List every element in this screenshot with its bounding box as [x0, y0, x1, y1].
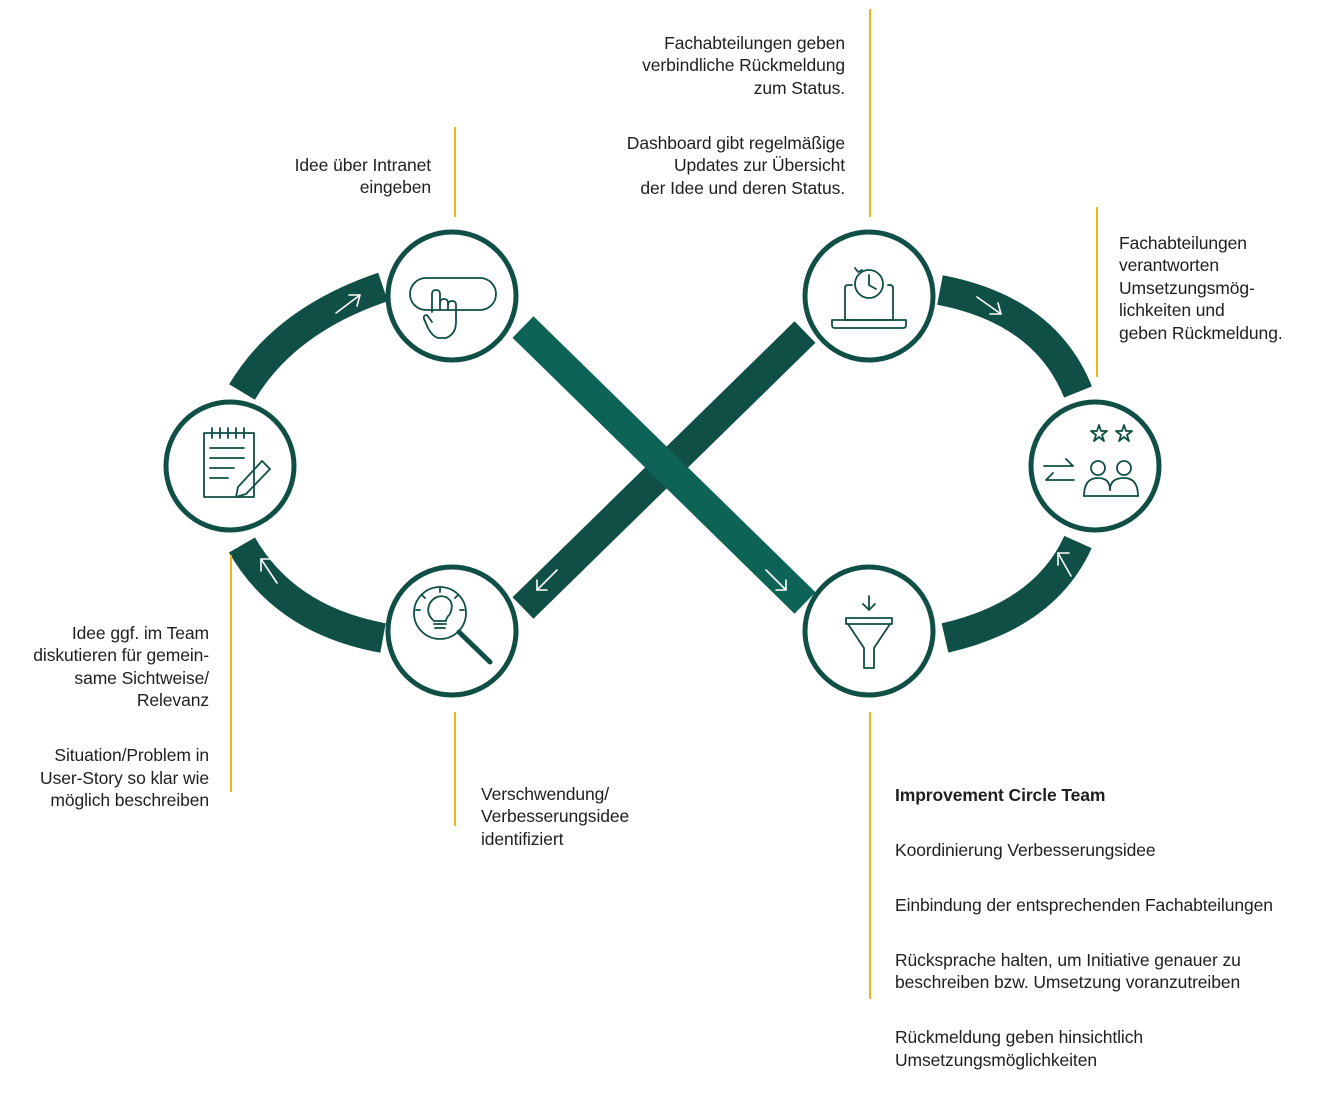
team-item: Rücksprache halten, um Initiative genaue…	[895, 949, 1241, 993]
step-text: Verschwendung/ Verbesserungsidee identif…	[481, 783, 630, 849]
step-text: Situation/Problem in User-Story so klar …	[40, 745, 209, 810]
team-panel: Improvement Circle Team Koordinierung Ve…	[895, 761, 1273, 1094]
loop-arc-right-top	[937, 275, 1092, 398]
loop-arc-left-top	[229, 272, 388, 400]
lightbulb-search-icon	[413, 586, 493, 665]
node-laptop-clock	[802, 229, 936, 363]
connector-line	[869, 9, 871, 217]
connector-line	[869, 712, 871, 999]
step-text: Idee über Intranet eingeben	[294, 154, 431, 198]
node-pointer-button	[385, 229, 519, 363]
connector-line	[230, 555, 232, 792]
arrow-up-icon	[1057, 552, 1072, 577]
step-text-discuss-team: Idee ggf. im Team diskutieren für gemein…	[33, 599, 209, 834]
step-text-feedback-status: Fachabteilungen geben verbindliche Rückm…	[627, 9, 845, 222]
connector-line	[454, 712, 456, 826]
team-item: Koordinierung Verbesserungsidee	[895, 839, 1156, 860]
node-funnel	[802, 564, 936, 698]
loop-diagonal-tl-br	[512, 316, 816, 614]
loop-arc-left-bottom	[228, 537, 386, 653]
step-text: Dashboard gibt regelmäßige Updates zur Ü…	[626, 132, 845, 198]
step-text-identified: Verschwendung/ Verbesserungsidee identif…	[481, 760, 629, 873]
node-lightbulb-search	[385, 564, 519, 698]
funnel-icon	[845, 595, 893, 669]
arrow-down-right-icon	[765, 569, 787, 591]
notepad-pen-icon	[203, 427, 271, 498]
step-text-departments: Fachabteilungen verantworten Umsetzungsm…	[1119, 209, 1283, 367]
laptop-clock-icon	[831, 267, 907, 329]
connector-line	[1096, 207, 1098, 377]
arrow-up-icon	[260, 558, 278, 584]
team-item: Rückmeldung geben hinsichtlich Umsetzung…	[895, 1027, 1143, 1070]
arrow-right-icon	[976, 296, 1002, 315]
improvement-loop-diagram	[163, 229, 1162, 698]
step-text: Fachabteilungen geben verbindliche Rückm…	[642, 32, 845, 98]
loop-arc-right-bottom	[941, 535, 1092, 653]
node-notepad-pen	[163, 399, 297, 533]
step-text-enter-idea: Idee über Intranet eingeben	[295, 131, 431, 221]
connector-line	[454, 127, 456, 217]
pointer-button-icon	[409, 277, 497, 339]
arrow-right-icon	[335, 294, 361, 314]
arrow-down-left-icon	[536, 569, 558, 591]
step-text: Fachabteilungen verantworten Umsetzungsm…	[1119, 232, 1283, 343]
team-title: Improvement Circle Team	[895, 784, 1106, 805]
team-exchange-icon	[1043, 424, 1139, 497]
step-text: Idee ggf. im Team diskutieren für gemein…	[33, 622, 209, 711]
team-item: Einbindung der entsprechenden Fachabteil…	[895, 894, 1273, 915]
